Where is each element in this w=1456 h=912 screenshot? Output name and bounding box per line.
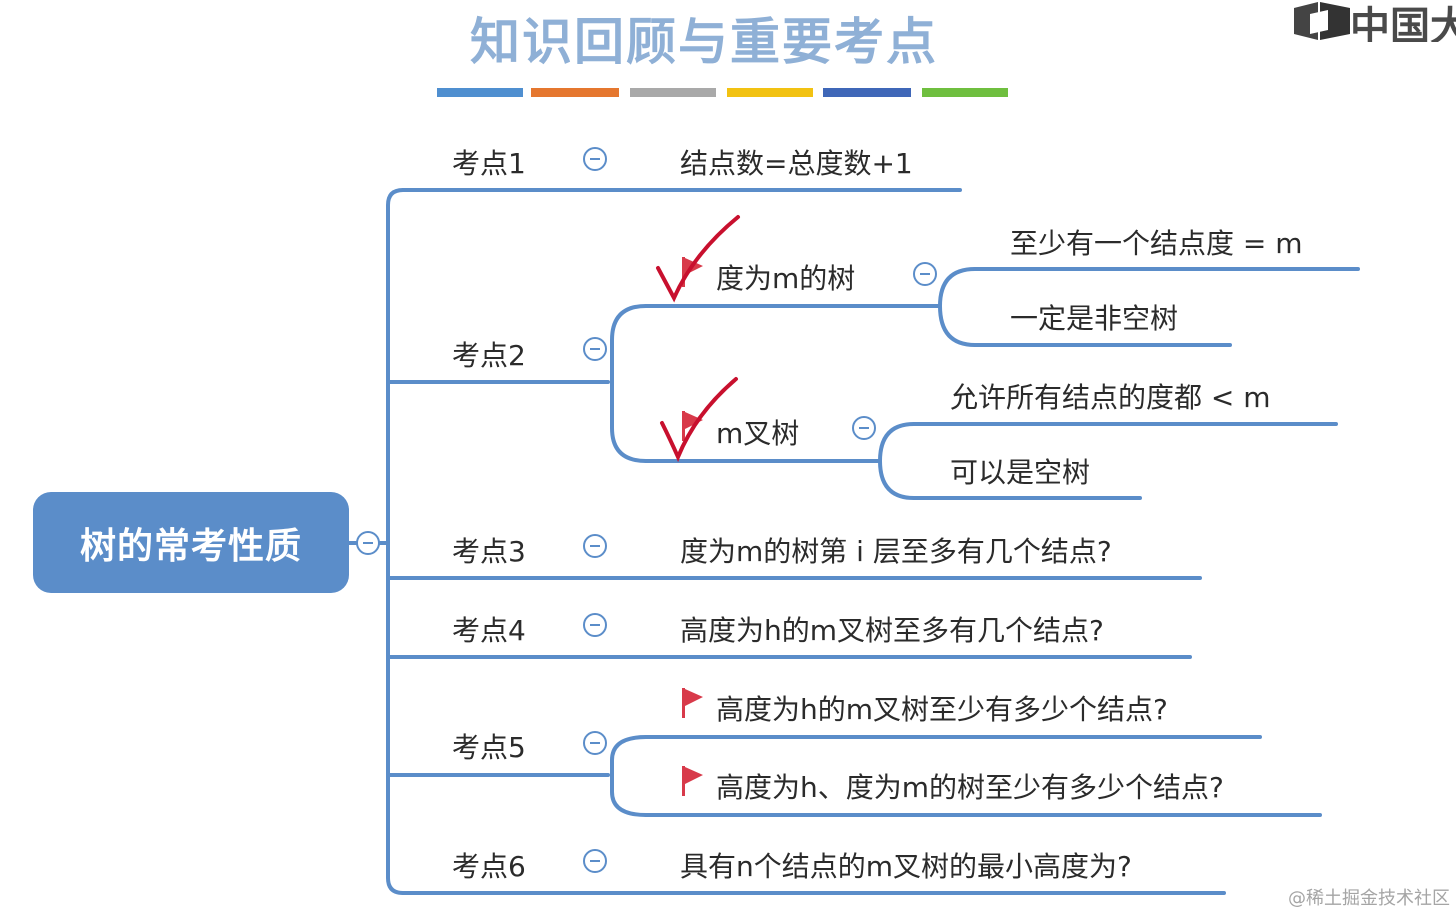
point-6-collapse-button[interactable] bbox=[583, 849, 607, 873]
point-6-label[interactable]: 考点6 bbox=[452, 850, 526, 883]
m-ary-tree-child-2[interactable]: 可以是空树 bbox=[950, 456, 1091, 489]
point-3-collapse-button[interactable] bbox=[583, 534, 607, 558]
logo-text: 中国大 bbox=[1350, 4, 1456, 42]
point-4-collapse-button[interactable] bbox=[583, 613, 607, 637]
degree-m-tree-collapse-button[interactable] bbox=[913, 262, 937, 286]
point-4-content[interactable]: 高度为h的m叉树至多有几个结点? bbox=[680, 614, 1104, 647]
point-5-collapse-button[interactable] bbox=[583, 731, 607, 755]
point-4-label[interactable]: 考点4 bbox=[452, 614, 526, 647]
point-1-collapse-button[interactable] bbox=[583, 147, 607, 171]
child-degree-m-tree[interactable]: 度为m的树 bbox=[716, 262, 856, 295]
point-5-child-1[interactable]: 高度为h的m叉树至少有多少个结点? bbox=[716, 693, 1168, 726]
point-1-label[interactable]: 考点1 bbox=[452, 147, 526, 180]
strip-segment-darkblue bbox=[823, 88, 911, 97]
root-node[interactable]: 树的常考性质 bbox=[33, 492, 349, 593]
m-ary-tree-collapse-button[interactable] bbox=[852, 416, 876, 440]
point-6-content[interactable]: 具有n个结点的m叉树的最小高度为? bbox=[680, 850, 1132, 883]
point-2-collapse-button[interactable] bbox=[583, 337, 607, 361]
strip-segment-green bbox=[922, 88, 1008, 97]
flag-icon bbox=[682, 688, 703, 718]
child-m-ary-tree[interactable]: m叉树 bbox=[716, 417, 800, 450]
point-1-content[interactable]: 结点数=总度数+1 bbox=[680, 147, 913, 180]
flag-icon bbox=[682, 766, 703, 796]
point-2-label[interactable]: 考点2 bbox=[452, 339, 526, 372]
point-5-child-2[interactable]: 高度为h、度为m的树至少有多少个结点? bbox=[716, 771, 1224, 804]
page-title: 知识回顾与重要考点 bbox=[470, 13, 938, 71]
checkmark-icon bbox=[656, 215, 740, 303]
root-collapse-button[interactable] bbox=[356, 531, 380, 555]
strip-segment-yellow bbox=[727, 88, 813, 97]
strip-segment-gray bbox=[630, 88, 716, 97]
m-ary-tree-child-1[interactable]: 允许所有结点的度都 < m bbox=[950, 381, 1271, 414]
strip-segment-blue bbox=[437, 88, 523, 97]
checkmark-icon bbox=[660, 377, 738, 463]
logo: 中国大 bbox=[1292, 0, 1456, 42]
point-5-label[interactable]: 考点5 bbox=[452, 731, 526, 764]
degree-m-tree-child-1[interactable]: 至少有一个结点度 = m bbox=[1010, 227, 1303, 260]
flag-icon bbox=[682, 411, 703, 441]
degree-m-tree-child-2[interactable]: 一定是非空树 bbox=[1010, 302, 1179, 335]
book-logo-icon bbox=[1294, 2, 1350, 40]
watermark: @稀土掘金技术社区 bbox=[1288, 888, 1450, 909]
point-3-content[interactable]: 度为m的树第 i 层至多有几个结点? bbox=[680, 535, 1112, 568]
point-3-label[interactable]: 考点3 bbox=[452, 535, 526, 568]
strip-segment-orange bbox=[531, 88, 619, 97]
